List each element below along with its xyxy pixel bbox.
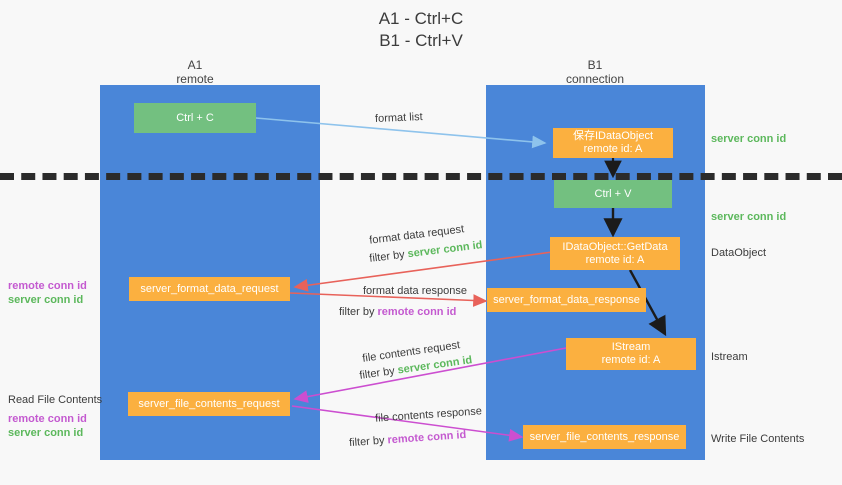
box-server-file-contents-response-label: server_file_contents_response xyxy=(529,430,680,443)
label-format-list: format list xyxy=(374,110,423,126)
box-ctrl-c-label: Ctrl + C xyxy=(176,111,214,124)
side-label-write-file-contents: Write File Contents xyxy=(711,433,805,445)
box-getdata[interactable]: IDataObject::GetData remote id: A xyxy=(550,237,680,270)
box-server-format-data-request[interactable]: server_format_data_request xyxy=(129,277,290,301)
side-label-dataobject: DataObject xyxy=(711,247,767,259)
label-file-req-prefix: filter by xyxy=(358,364,399,382)
label-format-data-response-line1: format data response xyxy=(363,285,467,297)
lane-header-a1: A1 remote xyxy=(130,58,260,86)
box-save-idataobject-sub: remote id: A xyxy=(583,143,643,155)
box-server-file-contents-request[interactable]: server_file_contents_request xyxy=(128,392,290,416)
lane-a1-name: A1 xyxy=(187,58,203,72)
side-label-read-file-contents: Read File Contents xyxy=(8,394,103,406)
box-istream[interactable]: IStream remote id: A xyxy=(566,338,696,370)
box-server-format-data-request-label: server_format_data_request xyxy=(140,282,279,295)
label-fmt-resp-prefix: filter by xyxy=(339,306,378,318)
label-format-data-response-line2: filter by remote conn id xyxy=(339,305,456,319)
label-fmt-req-prefix: filter by xyxy=(368,248,409,265)
box-getdata-sub: remote id: A xyxy=(585,253,645,266)
label-file-resp-prefix: filter by xyxy=(348,434,388,450)
box-save-idataobject-label: 保存IDataObject xyxy=(572,130,654,142)
side-label-istream: Istream xyxy=(711,351,748,363)
box-istream-label: IStream xyxy=(611,341,651,353)
page-title-line1: A1 - Ctrl+C xyxy=(378,9,464,28)
side-label-right-server-conn-id-2: server conn id xyxy=(711,211,787,223)
lane-header-b1: B1 connection xyxy=(530,58,660,86)
label-fmt-req-highlight: server conn id xyxy=(406,239,484,261)
box-ctrl-c[interactable]: Ctrl + C xyxy=(134,103,256,133)
label-file-resp-highlight: remote conn id xyxy=(387,428,467,447)
label-file-contents-response-line2: filter by remote conn id xyxy=(349,428,467,450)
side-label-left-low-server-conn-id: server conn id xyxy=(8,427,84,439)
side-label-left-server-conn-id: server conn id xyxy=(8,294,84,306)
box-istream-sub: remote id: A xyxy=(601,354,661,366)
lane-b1-sub: connection xyxy=(565,72,625,86)
label-fmt-resp-highlight: remote conn id xyxy=(377,306,457,318)
box-server-file-contents-request-label: server_file_contents_request xyxy=(138,397,280,410)
page-title-line2: B1 - Ctrl+V xyxy=(379,31,463,50)
box-server-format-data-response-label: server_format_data_response xyxy=(493,293,640,306)
box-save-idataobject[interactable]: 保存IDataObject remote id: A xyxy=(553,128,673,158)
box-server-file-contents-response[interactable]: server_file_contents_response xyxy=(523,425,686,449)
divider-dashed-line xyxy=(0,173,842,180)
lane-a1-sub: remote xyxy=(176,72,214,86)
box-server-format-data-response[interactable]: server_format_data_response xyxy=(487,288,646,312)
box-ctrl-v-label: Ctrl + V xyxy=(594,187,632,200)
lane-b1-name: B1 xyxy=(587,58,603,72)
label-file-contents-response-line1: file contents response xyxy=(374,405,483,425)
side-label-left-remote-conn-id: remote conn id xyxy=(8,280,87,292)
side-label-right-server-conn-id-1: server conn id xyxy=(711,133,787,145)
box-ctrl-v[interactable]: Ctrl + V xyxy=(554,180,672,208)
box-getdata-label: IDataObject::GetData xyxy=(562,240,668,253)
side-label-left-low-remote-conn-id: remote conn id xyxy=(8,413,87,425)
